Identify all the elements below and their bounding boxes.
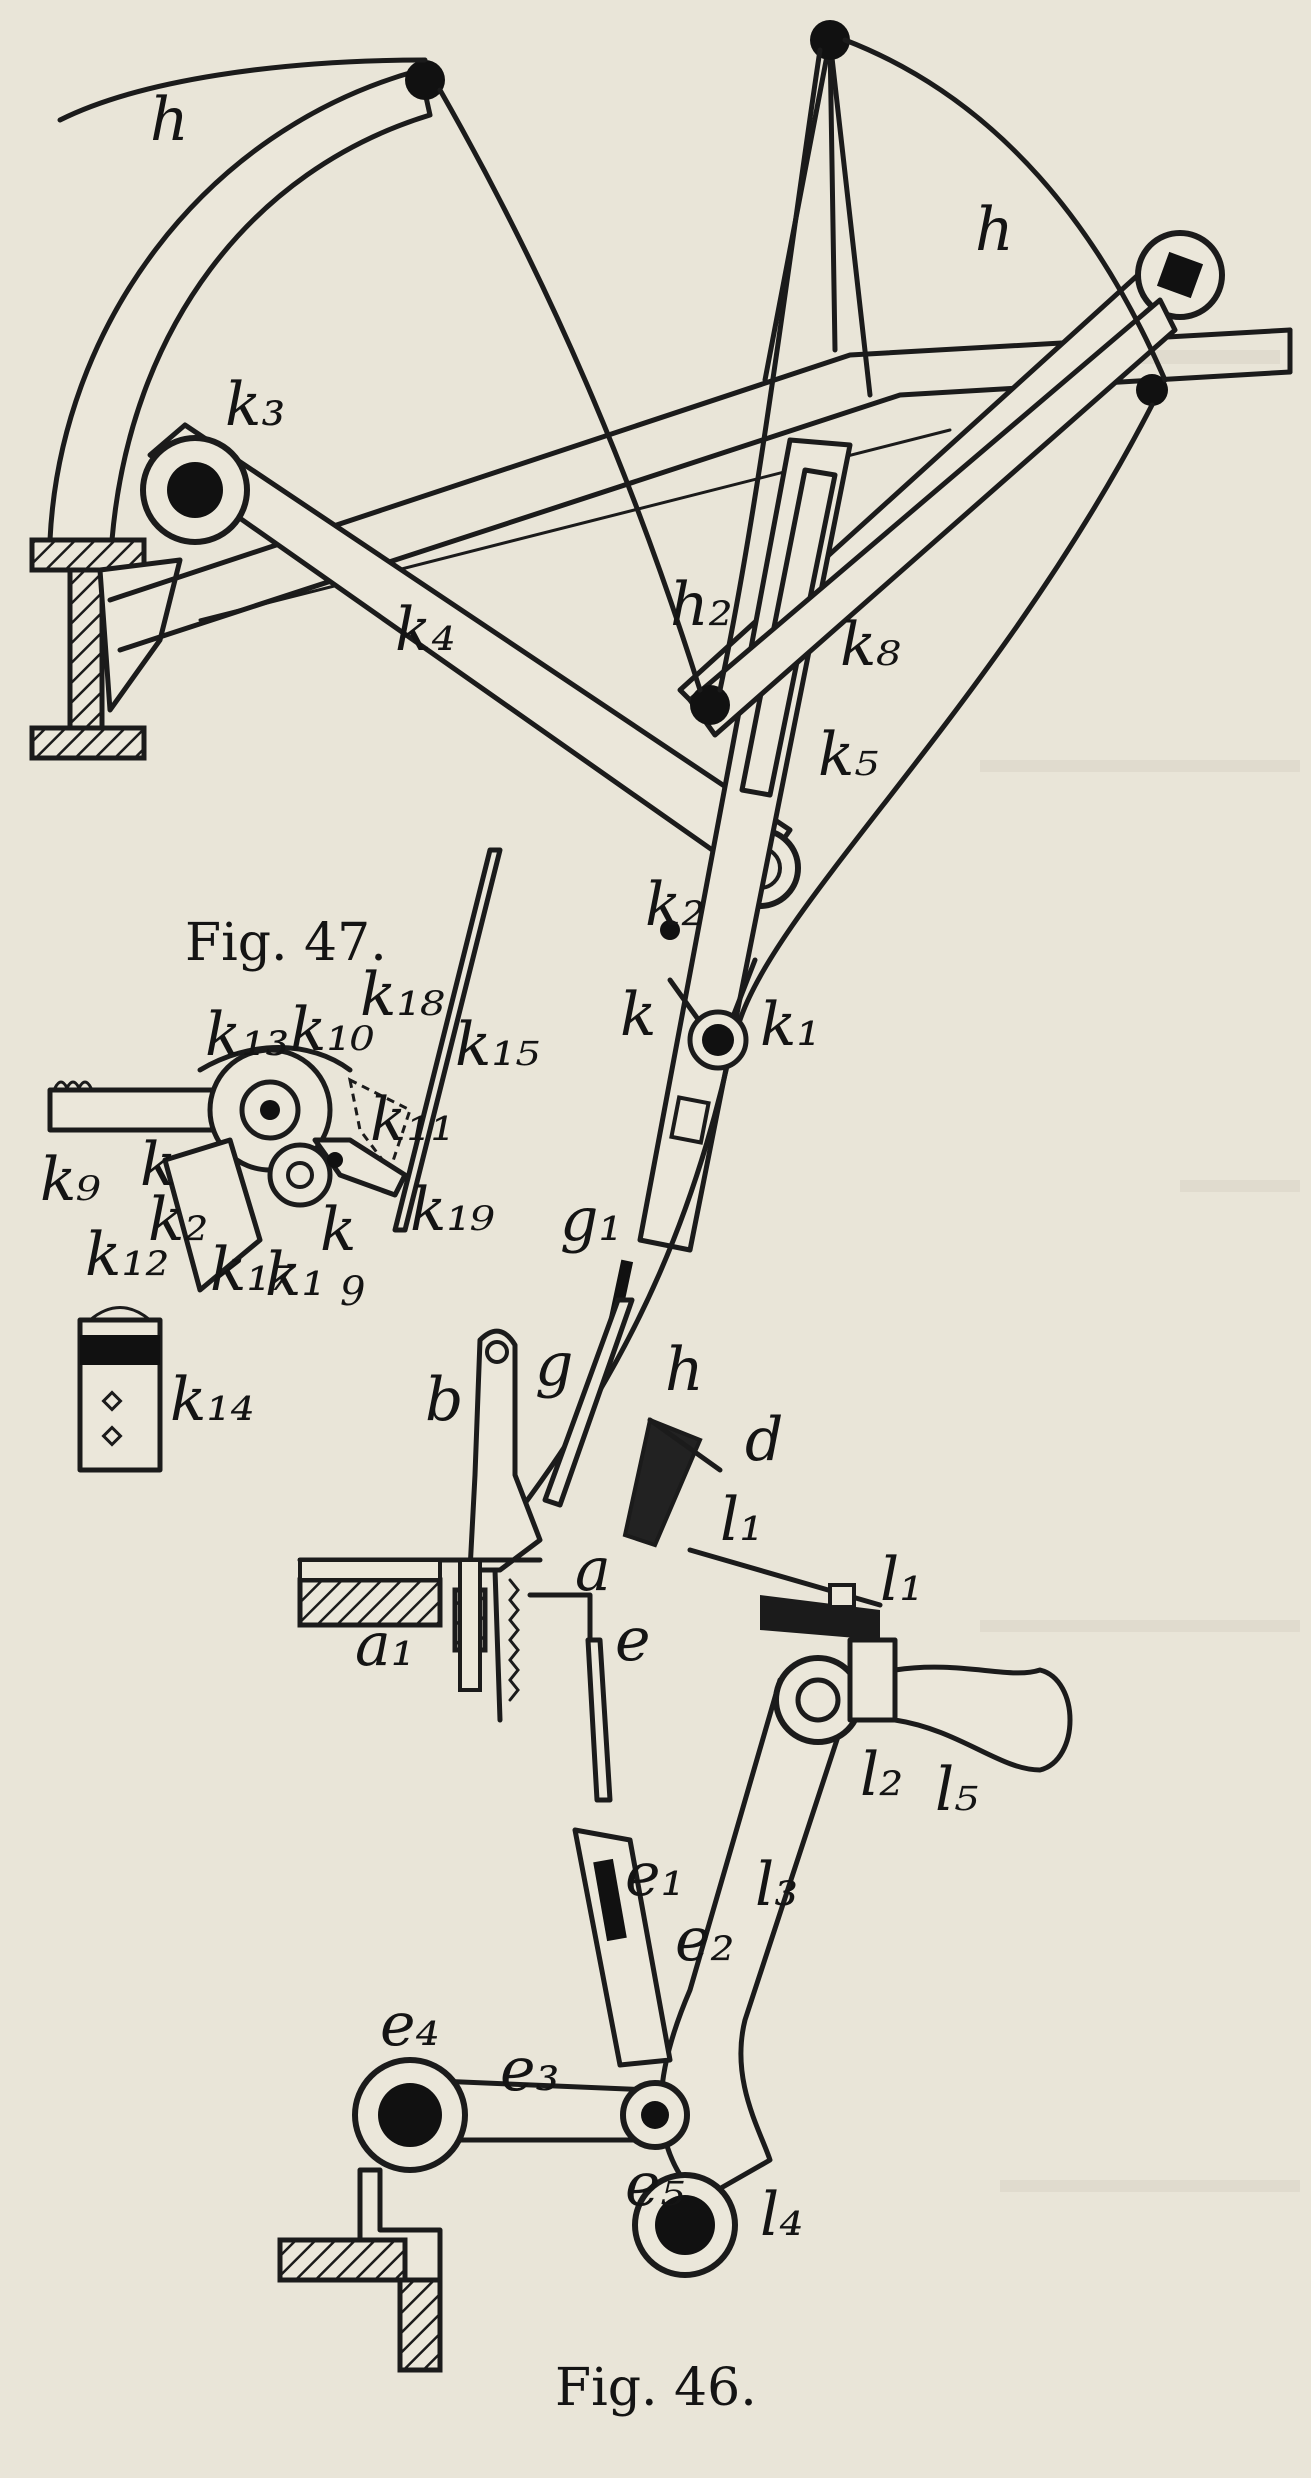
disc-k1-47: [267, 1142, 333, 1208]
figure-46: [29, 20, 1293, 2373]
label-k12: k₁₂: [85, 1220, 169, 1290]
knife-d: [622, 1417, 703, 1548]
label-k14: k₁₄: [170, 1365, 254, 1435]
block-e1: [593, 1858, 627, 1942]
label-k1-47: k₁: [265, 1240, 325, 1310]
label-l3: l₃: [755, 1850, 798, 1920]
lever-k12: [162, 1137, 263, 1293]
pulley-right-lower: [1136, 374, 1168, 406]
label-h2: h₂: [670, 570, 733, 640]
serrated-edge: [508, 1578, 520, 1702]
label-k4: k₄: [395, 595, 455, 665]
pulley-h2: [690, 685, 730, 725]
label-k2-47: k₂: [148, 1185, 208, 1255]
label-e5: e₅: [625, 2150, 685, 2220]
label-l5: l₅: [935, 1755, 978, 1825]
thread-h: [57, 37, 1168, 1513]
label-k19: k₁₉: [410, 1175, 494, 1245]
pulley-top-left: [405, 60, 445, 100]
rod-e: [585, 1637, 613, 1803]
label-k-47: k: [140, 1130, 176, 1200]
label-k1-mid: k₁: [760, 990, 820, 1060]
table-a1: [297, 1577, 443, 1628]
label-k13: k₁₃: [205, 1000, 289, 1070]
caption-fig46: Fig. 46.: [555, 2358, 757, 2418]
label-k5: k₅: [818, 720, 878, 790]
label-e2: e₂: [675, 1905, 735, 1975]
figure-47: [47, 847, 503, 1473]
bleed-through-background: [980, 350, 1300, 2192]
label-g1: g₁: [560, 1185, 622, 1255]
label-g: g: [535, 1330, 573, 1400]
label-k-mid: k: [620, 980, 656, 1050]
label-e1: e₁: [625, 1840, 685, 1910]
pivot-l2: [773, 1655, 863, 1745]
lever-g: [542, 1297, 635, 1508]
label-l1-top: l₁: [720, 1485, 763, 1555]
label-k3: k₃: [225, 370, 285, 440]
label-h-mid: h: [665, 1335, 704, 1405]
label-l2: l₂: [860, 1740, 903, 1810]
pin-k2: [660, 920, 680, 940]
label-k17: k₁₇: [210, 1235, 294, 1305]
arc-k13: [197, 1045, 353, 1073]
label-k2-mid: k₂: [645, 870, 705, 940]
label-e4: e₄: [380, 1990, 440, 2060]
caption-fig47: Fig. 47.: [185, 913, 387, 973]
label-k9: k₉: [40, 1145, 100, 1215]
link-k4: [147, 422, 793, 883]
label-l4: l₄: [760, 2180, 803, 2250]
lever-b: [467, 1328, 543, 1573]
label-a1: a₁: [355, 1610, 415, 1680]
label-k10: k₁₀: [290, 995, 374, 1065]
label-e3: e₃: [500, 2035, 560, 2105]
arm-h2: [687, 297, 1178, 738]
label-e: e: [615, 1605, 651, 1675]
labels: h h k₃ k₄ h₂ k₈ k₅ k₂ k k₁ g₁ g h b d a …: [40, 85, 1014, 2250]
label-k15: k₁₅: [455, 1010, 539, 1080]
label-h-top-left: h: [150, 85, 189, 155]
label-d: d: [745, 1405, 783, 1475]
hook-a: [527, 1592, 593, 1643]
label-h-top-right: h: [975, 195, 1014, 265]
label-l1: l₁: [880, 1545, 923, 1615]
label-a: a: [575, 1535, 611, 1605]
label-k11: k₁₁: [370, 1085, 454, 1155]
label-k9-small: 9: [340, 1269, 365, 1315]
label-b: b: [425, 1365, 463, 1435]
handle-l5: [892, 1664, 1073, 1773]
bracket-l2: [847, 1637, 898, 1723]
label-k-low: k: [320, 1195, 356, 1265]
rod-k15: [392, 847, 503, 1233]
label-k8: k₈: [840, 610, 900, 680]
bar-k9: [47, 1087, 233, 1133]
label-k18: k₁₈: [360, 960, 444, 1030]
needle-a: [492, 1567, 503, 1723]
